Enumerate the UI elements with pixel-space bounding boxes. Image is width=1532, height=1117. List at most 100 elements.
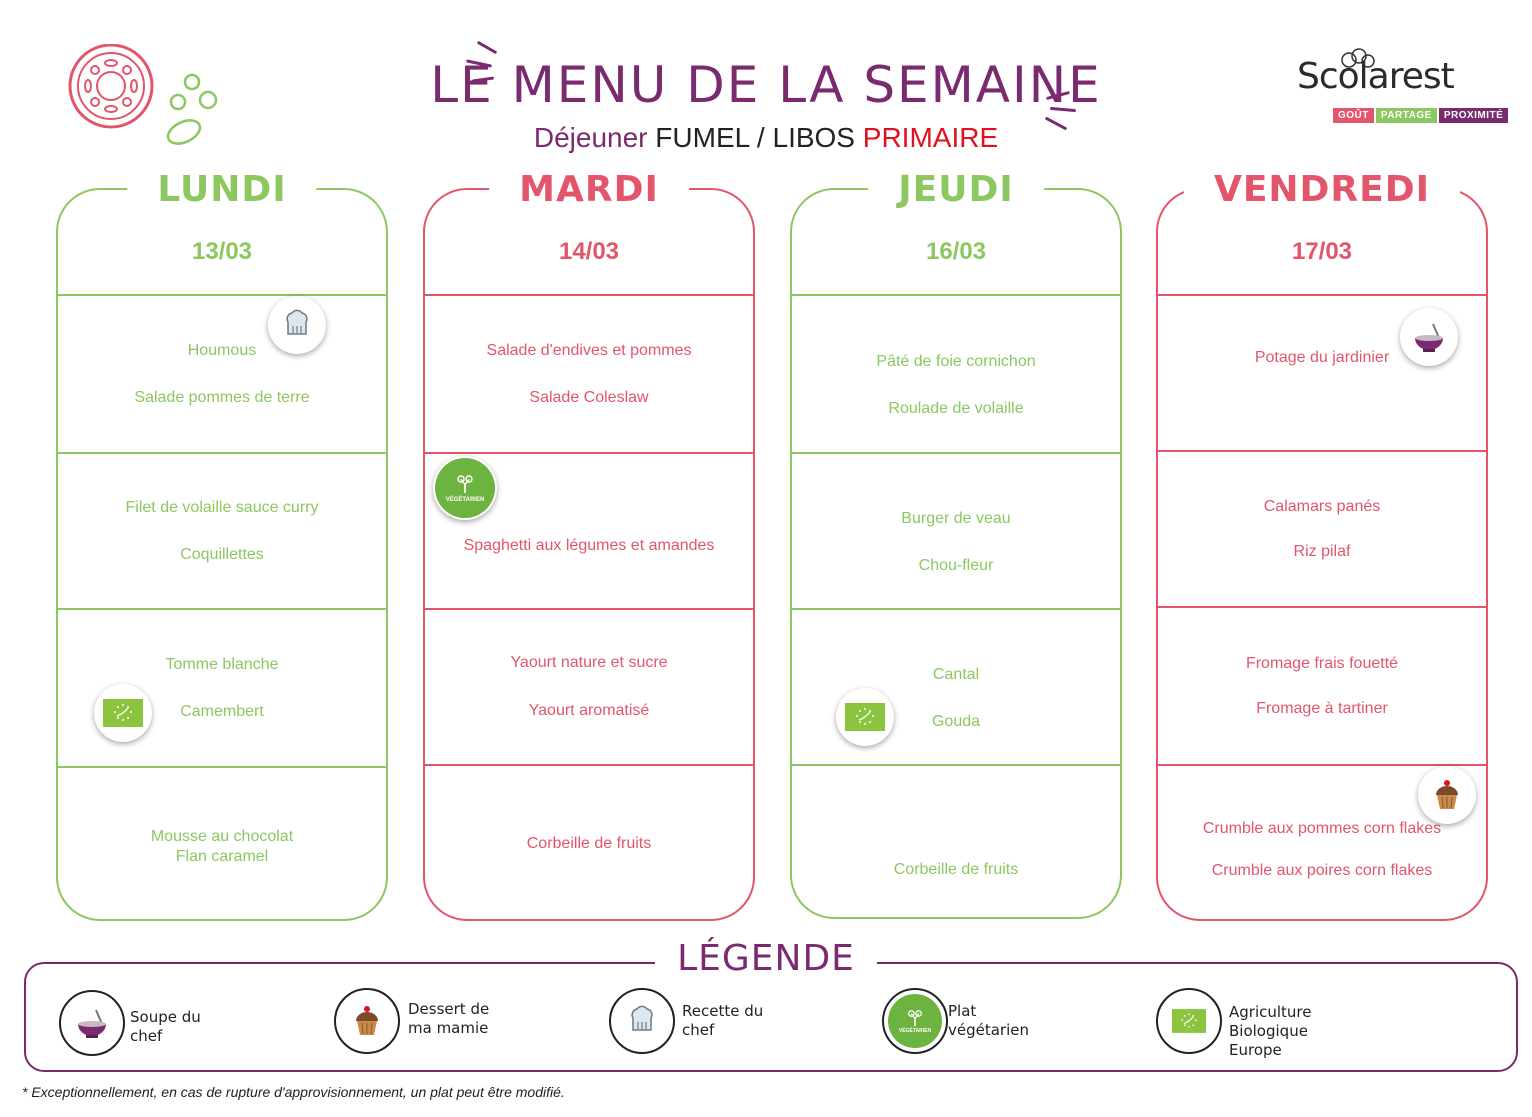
divider [792,294,1120,296]
divider [58,766,386,768]
sprout-icon [457,475,473,493]
organic-label-icon [845,703,885,731]
soup-bowl-icon [1415,323,1443,352]
soup-bowl-icon [78,1009,106,1038]
day-column-jeudi: JEUDI 16/03 Pâté de foie cornichon Roula… [790,168,1122,919]
starter-section: Salade d'endives et pommes Salade Colesl… [425,296,753,452]
legend-icon-soup [59,990,125,1056]
starter-section: Potage du jardinier [1158,296,1486,450]
legend-label-dessert: Dessert de ma mamie [408,1000,490,1037]
vegetarian-badge: VÉGÉTARIEN [433,456,497,520]
day-name: LUNDI [127,168,317,212]
chef-recipe-badge [268,296,326,354]
dish: Pâté de foie cornichon [876,352,1036,370]
legend-label-chef-recipe: Recette du chef [682,1002,764,1039]
vegetarian-label: VÉGÉTARIEN [898,1028,932,1034]
main-section: Burger de veau Chou-fleur [792,454,1120,608]
dish: Yaourt nature et sucre [510,654,668,671]
legend-title-wrap: LÉGENDE [0,938,1532,979]
dish: Roulade de volaille [888,399,1024,417]
main-section: Calamars panés Riz pilaf [1158,452,1486,606]
starter-section: Pâté de foie cornichon Roulade de volail… [792,296,1120,452]
dessert-section: Crumble aux pommes corn flakes Crumble a… [1158,766,1486,916]
chef-soup-badge [1400,308,1458,366]
dish: Coquillettes [180,545,264,563]
divider [425,452,753,454]
subtitle-meal: Déjeuner [533,122,648,153]
dish: Corbeille de fruits [893,861,1019,878]
legend-label-organic: Agriculture Biologique Europe [1229,1003,1312,1059]
divider [1158,764,1486,766]
chef-hat-icon [286,309,308,335]
day-date: 16/03 [925,238,987,265]
dessert-section: Mousse au chocolat Flan caramel [58,768,386,918]
cheese-section: Cantal Gouda [792,610,1120,764]
brand-name: Scolarest [1297,56,1455,97]
brand-tag: GOÛT [1333,108,1374,123]
dish: Flan caramel [175,848,269,865]
dish: Chou-fleur [918,556,994,574]
chef-hat-logo-icon [1341,48,1375,68]
divider [58,608,386,610]
vegetarian-icon: VÉGÉTARIEN [888,994,942,1048]
dish: Houmous [187,341,257,359]
divider [1158,294,1486,296]
main-section: Filet de volaille sauce curry Coquillett… [58,454,386,608]
dish: Corbeille de fruits [526,835,652,852]
organic-label-icon [1172,1009,1206,1033]
organic-badge [836,688,894,746]
divider [792,608,1120,610]
dish: Crumble aux pommes corn flakes [1202,820,1442,837]
dish: Riz pilaf [1293,542,1351,560]
organic-badge [94,684,152,742]
divider [792,764,1120,766]
divider [1158,450,1486,452]
dessert-section: Corbeille de fruits [792,766,1120,916]
sprout-icon [908,1010,922,1027]
brand-tagline: GOÛT PARTAGE PROXIMITÉ [1333,108,1509,123]
divider [1158,606,1486,608]
subtitle-level: PRIMAIRE [862,122,999,153]
dish: Cantal [932,665,980,683]
main-section: Spaghetti aux légumes et amandes [425,454,753,608]
day-date: 17/03 [1291,238,1353,265]
dish: Filet de volaille sauce curry [125,498,319,516]
title-dash [476,40,498,55]
cheese-section: Fromage frais fouetté Fromage à tartiner [1158,608,1486,764]
dish: Salade Coleslaw [529,388,649,406]
divider [425,294,753,296]
dish: Spaghetti aux légumes et amandes [463,537,715,554]
day-column-mardi: MARDI 14/03 Salade d'endives et pommes S… [423,168,755,921]
tomato-slice-illustration [68,44,218,145]
grandma-dessert-badge [1418,766,1476,824]
legend-label-soup: Soupe du chef [130,1008,201,1045]
starter-section: Houmous Salade pommes de terre [58,296,386,452]
dish: Salade d'endives et pommes [486,341,692,359]
legend-title: LÉGENDE [655,938,877,979]
divider [425,764,753,766]
brand-logo: Scolarest GOÛT PARTAGE PROXIMITÉ [1297,48,1512,130]
dish: Camembert [180,702,264,720]
organic-label-icon [103,699,143,727]
dish: Gouda [931,712,981,730]
legend-label-vegetarian: Plat végétarien [948,1002,1029,1039]
divider [425,608,753,610]
vegetarian-label: VÉGÉTARIEN [445,497,485,503]
dish: Yaourt aromatisé [528,702,650,719]
dish: Tomme blanche [165,655,279,673]
day-column-lundi: LUNDI 13/03 Houmous Salade pommes de ter… [56,168,388,921]
day-column-vendredi: VENDREDI 17/03 Potage du jardinier Calam… [1156,168,1488,921]
legend-icon-organic [1156,988,1222,1054]
subtitle-location: FUMEL / LIBOS [647,122,863,153]
cheese-section: Yaourt nature et sucre Yaourt aromatisé [425,610,753,764]
dish: Crumble aux poires corn flakes [1211,862,1433,879]
footnote: * Exceptionnellement, en cas de rupture … [22,1084,565,1100]
dessert-section: Corbeille de fruits [425,766,753,916]
vegetarian-icon: VÉGÉTARIEN [435,458,495,518]
divider [58,452,386,454]
cupcake-icon [1436,780,1458,809]
day-name: MARDI [489,168,689,212]
dish: Salade pommes de terre [134,388,310,406]
legend-icon-vegetarian: VÉGÉTARIEN [882,988,948,1054]
brand-tag: PARTAGE [1375,108,1437,123]
